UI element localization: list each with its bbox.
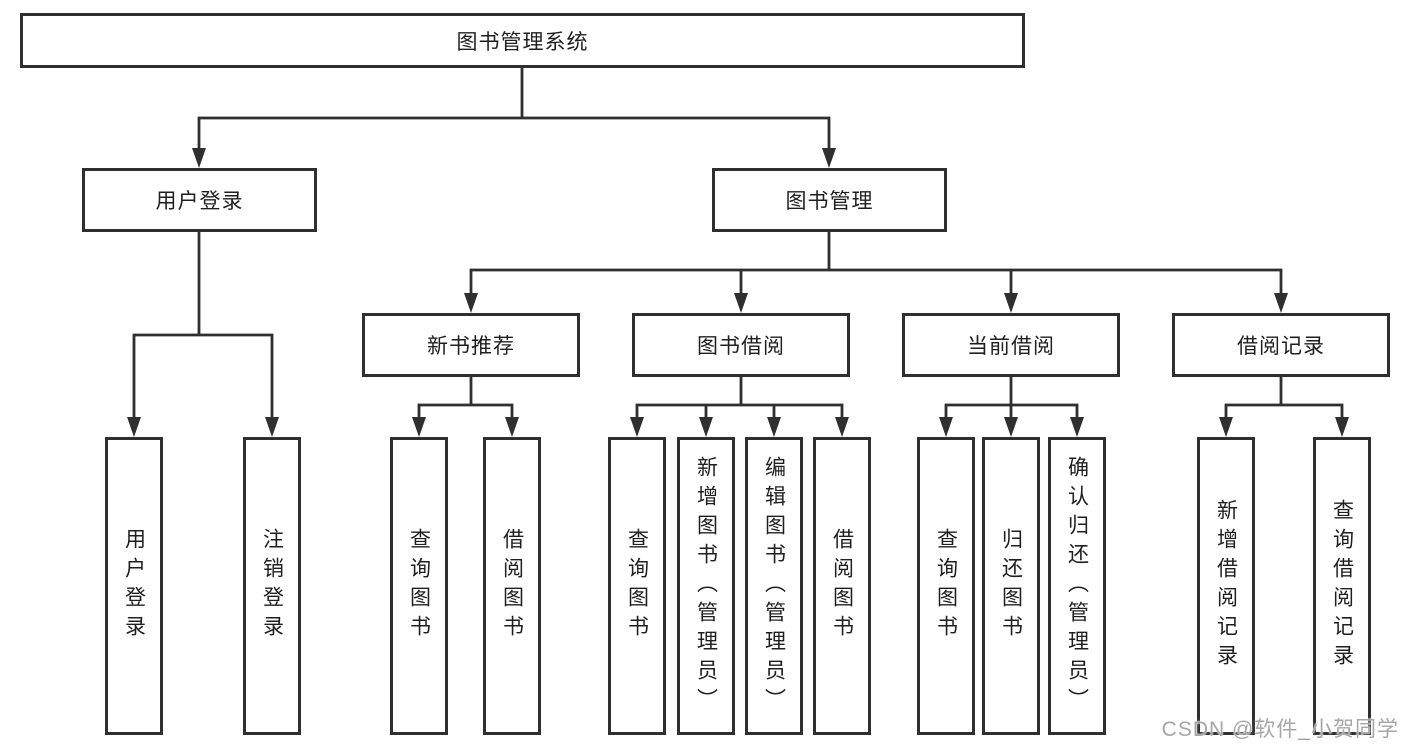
leaf-query-borrow-record-label: 查询借阅记录 <box>1330 499 1354 673</box>
leaf-user-login-label: 用户登录 <box>122 528 146 644</box>
watermark: CSDN @软件_小贺同学 <box>1161 718 1399 741</box>
node-user-login: 用户登录 <box>82 168 317 232</box>
leaf-return-book-label: 归还图书 <box>999 528 1023 644</box>
arrowhead-icon <box>1070 417 1084 437</box>
arrowhead-icon <box>1004 293 1018 313</box>
arrowhead-icon <box>412 417 426 437</box>
arrowheads <box>127 148 1349 437</box>
arrowhead-icon <box>822 148 836 168</box>
node-borrow-records-label: 借阅记录 <box>1237 335 1325 358</box>
leaf-query-books-recommend: 查询图书 <box>390 437 448 735</box>
leaf-query-books-recommend-label: 查询图书 <box>407 528 431 644</box>
arrowhead-icon <box>1335 417 1349 437</box>
leaf-query-books-current: 查询图书 <box>917 437 975 735</box>
arrowhead-icon <box>767 417 781 437</box>
leaf-query-books-current-label: 查询图书 <box>934 528 958 644</box>
arrowhead-icon <box>630 417 644 437</box>
leaf-user-login: 用户登录 <box>105 437 163 735</box>
leaf-confirm-return-admin-label: 确认归还（管理员） <box>1065 455 1089 717</box>
leaf-query-books-borrow-label: 查询图书 <box>625 528 649 644</box>
arrowhead-icon <box>835 417 849 437</box>
leaf-edit-book-admin-label: 编辑图书（管理员） <box>762 455 786 717</box>
node-book-management-label: 图书管理 <box>785 190 874 213</box>
arrowhead-icon <box>1004 417 1018 437</box>
node-current-borrow: 当前借阅 <box>902 313 1120 377</box>
node-borrow-records: 借阅记录 <box>1172 313 1390 377</box>
node-user-login-label: 用户登录 <box>155 190 244 213</box>
leaf-query-books-borrow: 查询图书 <box>608 437 666 735</box>
arrowhead-icon <box>464 293 478 313</box>
node-book-borrow: 图书借阅 <box>632 313 850 377</box>
leaf-borrow-books: 借阅图书 <box>813 437 871 735</box>
leaf-add-borrow-record-label: 新增借阅记录 <box>1214 499 1238 673</box>
node-book-management: 图书管理 <box>712 168 947 232</box>
leaf-add-book-admin-label: 新增图书（管理员） <box>694 455 718 717</box>
leaf-add-book-admin: 新增图书（管理员） <box>677 437 735 735</box>
node-new-book-recommend: 新书推荐 <box>362 313 580 377</box>
leaf-borrow-books-label: 借阅图书 <box>830 528 854 644</box>
arrowhead-icon <box>192 148 206 168</box>
arrowhead-icon <box>127 417 141 437</box>
arrowhead-icon <box>1219 417 1233 437</box>
leaf-add-borrow-record: 新增借阅记录 <box>1197 437 1255 735</box>
connector-path <box>132 66 1344 421</box>
leaf-borrow-books-recommend-label: 借阅图书 <box>500 528 524 644</box>
arrowhead-icon <box>1274 293 1288 313</box>
leaf-borrow-books-recommend: 借阅图书 <box>483 437 541 735</box>
leaf-edit-book-admin: 编辑图书（管理员） <box>745 437 803 735</box>
node-new-book-recommend-label: 新书推荐 <box>427 335 515 358</box>
leaf-logout: 注销登录 <box>243 437 301 735</box>
arrowhead-icon <box>265 417 279 437</box>
leaf-return-book: 归还图书 <box>982 437 1040 735</box>
node-root: 图书管理系统 <box>20 13 1025 68</box>
arrowhead-icon <box>505 417 519 437</box>
node-book-borrow-label: 图书借阅 <box>697 335 785 358</box>
node-current-borrow-label: 当前借阅 <box>967 335 1055 358</box>
leaf-query-borrow-record: 查询借阅记录 <box>1313 437 1371 735</box>
leaf-logout-label: 注销登录 <box>260 528 284 644</box>
leaf-confirm-return-admin: 确认归还（管理员） <box>1048 437 1106 735</box>
arrowhead-icon <box>939 417 953 437</box>
node-root-label: 图书管理系统 <box>456 30 589 54</box>
arrowhead-icon <box>734 293 748 313</box>
arrowhead-icon <box>699 417 713 437</box>
